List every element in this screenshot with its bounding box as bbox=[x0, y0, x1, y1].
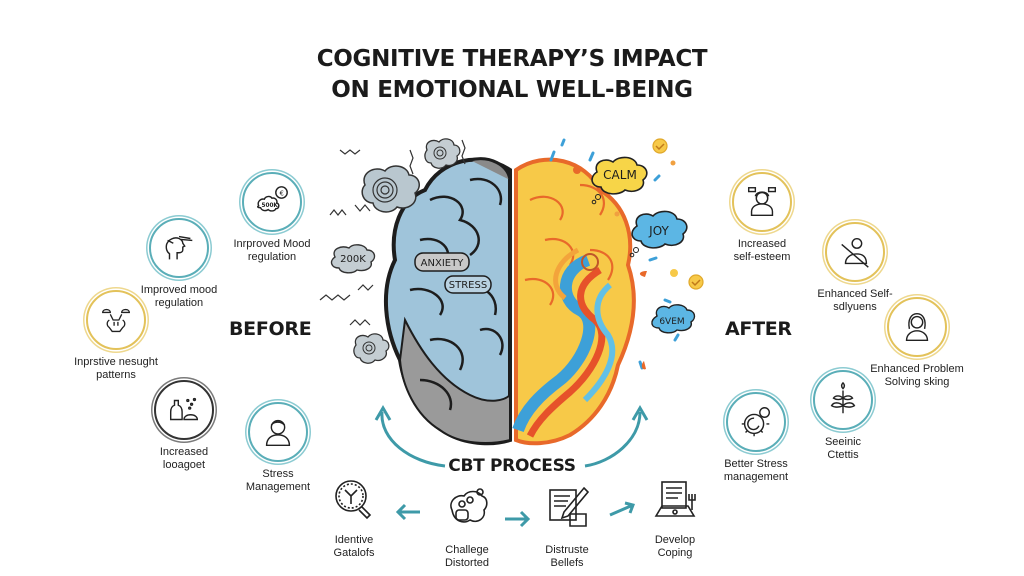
after-item-self-esteem: Increased self-esteem bbox=[702, 172, 822, 264]
item-label-line1: Seeinic bbox=[824, 436, 862, 448]
person-icon bbox=[265, 419, 291, 447]
before-item-stress-management: Stress Management bbox=[218, 402, 338, 494]
joy-text: JOY bbox=[648, 224, 669, 238]
item-ring bbox=[887, 297, 947, 357]
before-item-mood-regulation-2: Improved mood regulation bbox=[119, 218, 239, 310]
after-item-better-stress: Better Stress management bbox=[696, 392, 816, 484]
check-icon bbox=[688, 274, 704, 290]
svg-text:500K: 500K bbox=[262, 203, 279, 209]
person-badge-icon bbox=[747, 187, 777, 217]
after-item-seeinic: Seeinic Ctettis bbox=[783, 370, 903, 462]
item-ring bbox=[86, 290, 146, 350]
step-label-line1: Distruste bbox=[545, 544, 589, 556]
after-item-enhanced-self: Enhanced Self- sdlyuens bbox=[795, 222, 915, 314]
item-label-line2: Management bbox=[245, 481, 311, 493]
tangled-thoughts-icon bbox=[102, 308, 130, 333]
before-label: BEFORE bbox=[229, 318, 312, 340]
spiral-cloud-icon bbox=[361, 165, 420, 213]
thought-cloud-icon bbox=[450, 488, 488, 523]
plant-sprout-icon bbox=[830, 381, 856, 414]
step-label-line1: Challege bbox=[445, 544, 489, 556]
evem-bubble: 6VEM bbox=[651, 304, 696, 334]
item-label-line2: Ctettis bbox=[827, 449, 859, 461]
anxiety-tag: ANXIETY bbox=[421, 258, 465, 269]
calm-text: CALM bbox=[603, 168, 637, 182]
item-label-line2: regulation bbox=[154, 297, 204, 309]
item-ring bbox=[825, 222, 885, 282]
item-label-line1: Increased bbox=[159, 446, 209, 458]
gear-moon-icon bbox=[741, 407, 771, 437]
pen-document-icon bbox=[549, 486, 590, 527]
item-label-line1: Enhanced Self- bbox=[817, 288, 893, 300]
spiral-cloud-small-icon bbox=[424, 138, 461, 169]
step-label-line2: Bellefs bbox=[550, 557, 584, 569]
item-label-line2: patterns bbox=[96, 369, 136, 381]
item-ring bbox=[149, 218, 209, 278]
brain-before-half: ANXIETY STRESS 200K bbox=[319, 138, 512, 446]
step-label-line2: Coping bbox=[657, 547, 693, 559]
brain-illustration: ANXIETY STRESS 200K bbox=[319, 138, 704, 446]
step-label-line2: Distorted bbox=[444, 557, 490, 569]
head-profile-icon bbox=[165, 235, 193, 260]
item-label-line1: Inrproved Mood bbox=[233, 238, 311, 250]
before-item-mood-regulation-1: 500K € Inrproved Mood regulation bbox=[212, 172, 332, 264]
title-line-1: COGNITIVE THERAPY’S IMPACT bbox=[316, 46, 708, 72]
after-label: AFTER bbox=[725, 318, 792, 340]
before-item-thought-patterns: Inprstive nesught patterns bbox=[56, 290, 176, 382]
svg-text:€: € bbox=[280, 189, 284, 197]
thought-bubble-icon: 500K € bbox=[257, 186, 288, 212]
200k-bubble: 200K bbox=[330, 244, 376, 274]
cbt-step-identify: Identive Gatalofs bbox=[299, 476, 409, 560]
item-label-line1: Better Stress bbox=[724, 458, 788, 470]
item-label-line2: management bbox=[723, 471, 789, 483]
item-label-line2: Solving sking bbox=[884, 376, 950, 388]
spiral-cloud-low-icon bbox=[353, 333, 390, 364]
laptop-document-icon bbox=[654, 481, 696, 517]
brain-after-half: CALM JOY 6VEM bbox=[512, 138, 704, 446]
item-label-line2: sdlyuens bbox=[833, 301, 877, 313]
item-label-line1: Improved mood bbox=[140, 284, 218, 296]
page-title: COGNITIVE THERAPY’S IMPACT ON EMOTIONAL … bbox=[0, 44, 1024, 106]
cbt-step-beliefs: Distruste Bellefs bbox=[512, 480, 622, 570]
item-label-line1: Inprstive nesught bbox=[74, 356, 158, 368]
joy-bubble: JOY bbox=[629, 210, 688, 258]
item-label-line2: self-esteem bbox=[733, 251, 791, 263]
item-ring bbox=[154, 380, 214, 440]
cbt-process-title: CBT PROCESS bbox=[448, 456, 576, 476]
item-label-line1: Enhanced Problem bbox=[870, 363, 964, 375]
stress-tag: STRESS bbox=[449, 280, 487, 291]
item-label-line1: Stress bbox=[262, 468, 294, 480]
item-label-line1: Increased bbox=[737, 238, 787, 250]
bottle-scatter-icon bbox=[169, 397, 199, 421]
crossed-person-icon bbox=[841, 237, 869, 268]
cbt-step-coping: Develop Coping bbox=[620, 476, 730, 560]
title-line-2: ON EMOTIONAL WELL-BEING bbox=[331, 77, 693, 103]
item-ring bbox=[248, 402, 308, 462]
step-label-line1: Develop bbox=[654, 534, 696, 546]
step-label-line2: Gatalofs bbox=[333, 547, 375, 559]
item-ring: 500K € bbox=[242, 172, 302, 232]
calm-bubble: CALM bbox=[591, 156, 648, 205]
evem-text: 6VEM bbox=[659, 317, 684, 327]
magnifier-icon bbox=[335, 480, 372, 520]
item-label-line2: regulation bbox=[247, 251, 297, 263]
woman-icon bbox=[905, 312, 929, 342]
item-ring bbox=[732, 172, 792, 232]
check-icon bbox=[652, 138, 668, 154]
before-item-increased: Increased looagoet bbox=[124, 380, 244, 472]
item-ring bbox=[813, 370, 873, 430]
cbt-step-challenge: Challege Distorted bbox=[412, 480, 522, 570]
after-item-problem-solving: Enhanced Problem Solving sking bbox=[857, 297, 977, 389]
item-label-line2: looagoet bbox=[162, 459, 206, 471]
200k-text: 200K bbox=[340, 254, 366, 265]
item-ring bbox=[726, 392, 786, 452]
step-label-line1: Identive bbox=[334, 534, 374, 546]
